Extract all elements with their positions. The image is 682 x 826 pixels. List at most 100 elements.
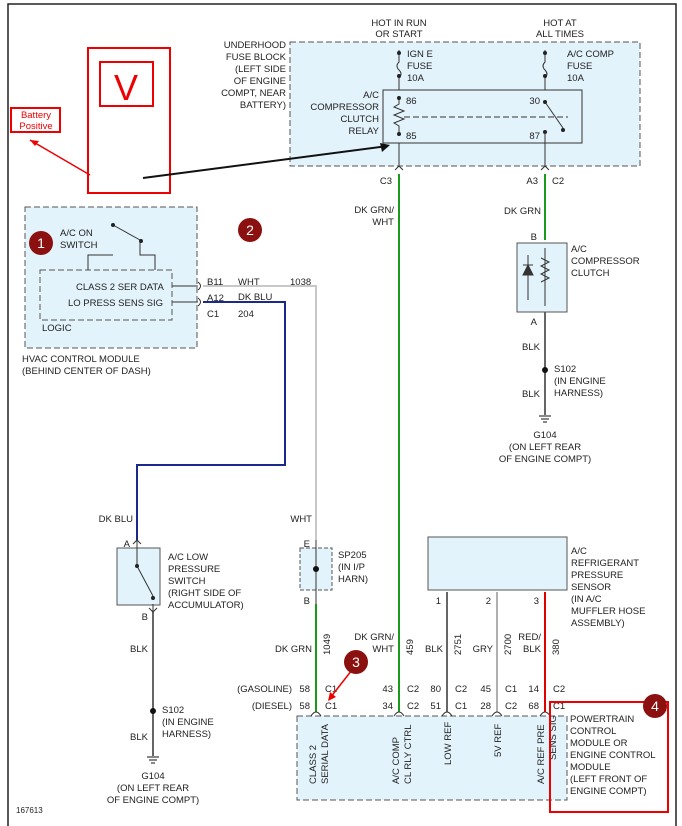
- svg-text:SENS SIG: SENS SIG: [548, 715, 559, 760]
- svg-text:MODULE OR: MODULE OR: [570, 738, 628, 749]
- annotation-check-box: [99, 61, 154, 107]
- svg-text:B: B: [142, 612, 148, 623]
- svg-text:MODULE: MODULE: [570, 762, 611, 773]
- underhood-fuse-block: UNDERHOOD FUSE BLOCK (LEFT SIDE OF ENGIN…: [221, 40, 641, 171]
- svg-text:68: 68: [528, 701, 539, 712]
- svg-text:87: 87: [529, 131, 540, 142]
- svg-text:ALL TIMES: ALL TIMES: [536, 29, 584, 40]
- svg-text:BLK: BLK: [523, 644, 542, 655]
- svg-text:(IN A/C: (IN A/C: [571, 594, 602, 605]
- svg-text:DK GRN/: DK GRN/: [354, 632, 394, 643]
- figure-id: 167613: [16, 806, 43, 815]
- svg-text:WHT: WHT: [372, 644, 394, 655]
- pcm-highlight-box: [549, 701, 669, 813]
- svg-text:POWERTRAIN: POWERTRAIN: [570, 714, 634, 725]
- svg-text:B: B: [531, 232, 537, 243]
- svg-text:V: V: [114, 67, 138, 108]
- svg-text:(ON LEFT REAR: (ON LEFT REAR: [117, 783, 189, 794]
- svg-text:1049: 1049: [322, 634, 333, 655]
- splice-icon: [150, 708, 156, 714]
- svg-text:WHT: WHT: [290, 514, 312, 525]
- svg-text:C1: C1: [505, 684, 517, 695]
- svg-text:HVAC CONTROL MODULE: HVAC CONTROL MODULE: [22, 354, 140, 365]
- relay-coil-icon: [392, 98, 406, 134]
- svg-text:85: 85: [406, 131, 417, 142]
- svg-text:HARN): HARN): [338, 574, 368, 585]
- svg-text:(BEHIND CENTER OF DASH): (BEHIND CENTER OF DASH): [22, 366, 151, 377]
- relay-switch-icon: [544, 101, 564, 129]
- svg-text:ACCUMULATOR): ACCUMULATOR): [168, 600, 244, 611]
- svg-text:CLASS 2 SER DATA: CLASS 2 SER DATA: [76, 282, 164, 293]
- powertrain-control-module: CLASS 2 SERIAL DATA A/C COMP CL RLY CTRL…: [296, 711, 656, 801]
- svg-text:A3: A3: [526, 176, 538, 187]
- svg-text:C2: C2: [553, 684, 565, 695]
- svg-text:A/C ON: A/C ON: [60, 228, 93, 239]
- svg-text:SWITCH: SWITCH: [168, 576, 206, 587]
- ign-fuse-label: IGN E: [407, 49, 433, 60]
- svg-text:BLK: BLK: [130, 732, 149, 743]
- svg-text:43: 43: [382, 684, 393, 695]
- svg-text:REFRIGERANT: REFRIGERANT: [571, 558, 639, 569]
- svg-text:B11: B11: [207, 277, 223, 288]
- svg-text:(IN ENGINE: (IN ENGINE: [162, 717, 214, 728]
- svg-text:COMPT, NEAR: COMPT, NEAR: [221, 88, 286, 99]
- svg-text:C3: C3: [380, 176, 392, 187]
- svg-text:OF ENGINE COMPT): OF ENGINE COMPT): [107, 795, 199, 806]
- frame: [7, 3, 677, 826]
- svg-text:FUSE: FUSE: [567, 61, 592, 72]
- svg-text:10A: 10A: [407, 73, 425, 84]
- wire-dk-blu: [136, 301, 286, 540]
- svg-text:4: 4: [651, 698, 659, 714]
- svg-text:1: 1: [436, 596, 441, 607]
- compressor-clutch: B A A/C COMPRESSOR CLUTCH: [516, 232, 640, 328]
- svg-text:51: 51: [430, 701, 441, 712]
- svg-text:A/C LOW: A/C LOW: [168, 552, 208, 563]
- battery-positive-note: [10, 107, 61, 133]
- svg-text:OF ENGINE: OF ENGINE: [234, 76, 286, 87]
- svg-text:C2: C2: [407, 701, 419, 712]
- switch-icon: [87, 224, 156, 270]
- svg-text:DK GRN: DK GRN: [504, 206, 541, 217]
- svg-text:SERIAL DATA: SERIAL DATA: [320, 723, 331, 784]
- marker-3: 3: [344, 650, 368, 674]
- svg-text:1: 1: [37, 235, 45, 251]
- svg-text:1038: 1038: [290, 277, 311, 288]
- low-pressure-switch: A B A/C LOW PRESSURE SWITCH (RIGHT SIDE …: [116, 539, 244, 623]
- svg-text:SWITCH: SWITCH: [60, 240, 98, 251]
- svg-text:CLUTCH: CLUTCH: [571, 268, 610, 279]
- svg-text:C1: C1: [455, 701, 467, 712]
- red-arrow-icon: [29, 139, 91, 176]
- svg-text:E: E: [304, 539, 310, 550]
- svg-text:G104: G104: [533, 430, 556, 441]
- svg-text:58: 58: [299, 701, 310, 712]
- svg-text:C2: C2: [455, 684, 467, 695]
- svg-text:C2: C2: [552, 176, 564, 187]
- splice-pack-sp205: E B SP205 (IN I/P HARN): [299, 539, 368, 607]
- svg-text:C2: C2: [407, 684, 419, 695]
- refrigerant-pressure-sensor: 1 2 3 A/C REFRIGERANT PRESSURE SENSOR (I…: [427, 536, 645, 629]
- svg-text:28: 28: [480, 701, 491, 712]
- svg-text:HARNESS): HARNESS): [162, 729, 211, 740]
- svg-text:3: 3: [352, 654, 360, 670]
- svg-text:PRESSURE: PRESSURE: [571, 570, 623, 581]
- svg-text:B: B: [304, 596, 310, 607]
- svg-text:ENGINE CONTROL: ENGINE CONTROL: [570, 750, 656, 761]
- svg-text:RELAY: RELAY: [349, 126, 380, 137]
- svg-text:CONTROL: CONTROL: [570, 726, 616, 737]
- svg-text:3: 3: [534, 596, 539, 607]
- svg-text:459: 459: [405, 639, 416, 655]
- svg-text:(IN I/P: (IN I/P: [338, 562, 365, 573]
- svg-text:SP205: SP205: [338, 550, 367, 561]
- svg-text:30: 30: [529, 96, 540, 107]
- diode-icon: [522, 255, 534, 300]
- svg-text:A/C REF PRE: A/C REF PRE: [536, 724, 547, 784]
- marker-2: 2: [238, 218, 262, 242]
- svg-text:(ON LEFT REAR: (ON LEFT REAR: [509, 442, 581, 453]
- svg-text:C2: C2: [505, 701, 517, 712]
- svg-text:MUFFLER HOSE: MUFFLER HOSE: [571, 606, 645, 617]
- svg-text:A/C COMP: A/C COMP: [391, 737, 402, 784]
- svg-text:380: 380: [551, 639, 562, 655]
- annotation-box: [87, 47, 171, 194]
